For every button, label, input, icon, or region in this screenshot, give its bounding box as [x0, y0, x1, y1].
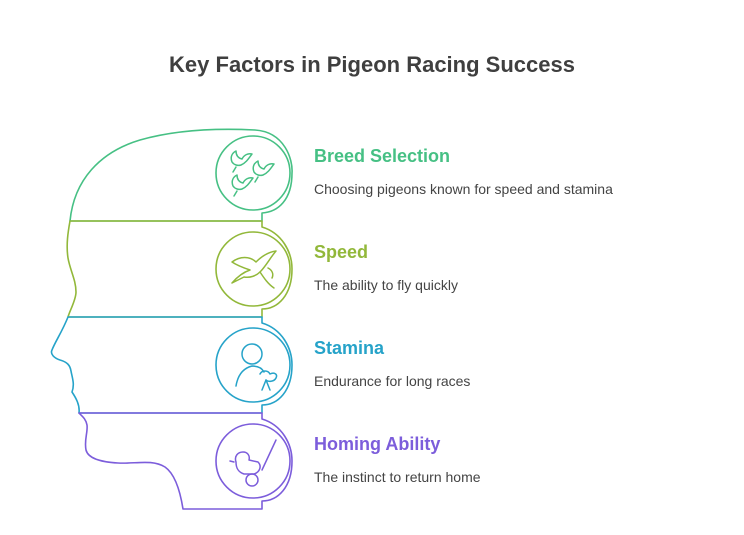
factor-description: The ability to fly quickly [314, 277, 458, 293]
factor-homing-ability: Homing Ability The instinct to return ho… [314, 434, 481, 485]
factor-stamina: Stamina Endurance for long races [314, 338, 470, 389]
factor-label: Homing Ability [314, 434, 441, 454]
icon-circle-homing [215, 423, 291, 499]
factor-breed-selection: Breed Selection Choosing pigeons known f… [314, 146, 613, 197]
icon-circle-speed [215, 231, 291, 307]
birds-icon [230, 150, 275, 197]
head-segment-speed [66, 220, 293, 318]
factor-label: Stamina [314, 338, 385, 358]
bird-on-perch-icon [229, 439, 277, 487]
factor-description: Endurance for long races [314, 373, 471, 389]
head-segment-homing [78, 412, 293, 510]
diagram-title: Key Factors in Pigeon Racing Success [169, 52, 575, 77]
factor-description: Choosing pigeons known for speed and sta… [314, 181, 613, 197]
factor-speed: Speed The ability to fly quickly [314, 242, 458, 293]
head-segment-stamina [50, 316, 293, 414]
icon-circle-stamina [215, 327, 291, 403]
icon-circle-breed [215, 135, 291, 211]
person-with-bird-icon [235, 343, 278, 391]
factor-description: The instinct to return home [314, 469, 481, 485]
head-segment-breed [69, 128, 293, 222]
factor-label: Speed [314, 242, 369, 262]
factor-label: Breed Selection [314, 146, 451, 166]
flying-bird-icon [231, 250, 277, 289]
